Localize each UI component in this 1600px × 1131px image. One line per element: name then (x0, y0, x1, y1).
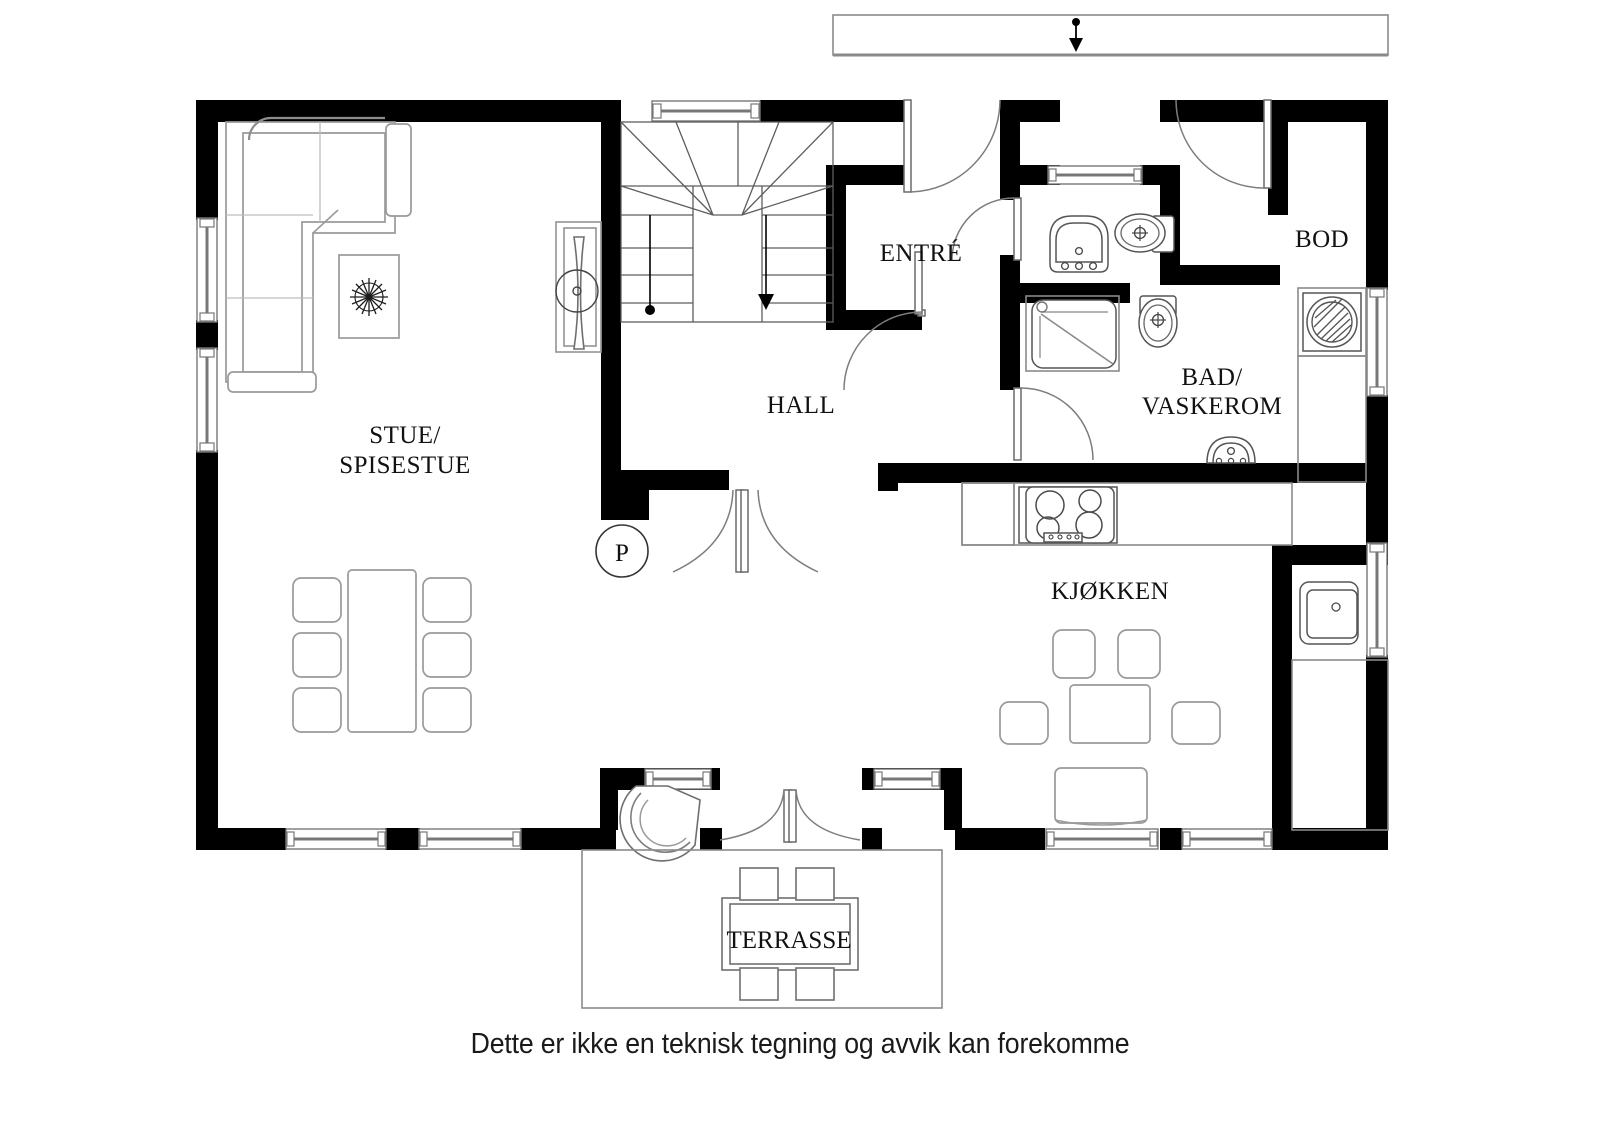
room-labels: STUE/ SPISESTUE HALL ENTRÉ BOD BAD/ VASK… (339, 226, 1349, 954)
washbasin-bad (1206, 436, 1256, 465)
window-entre (1047, 165, 1143, 185)
door-entre-hall (843, 251, 926, 391)
kitchen-counter (961, 482, 1389, 831)
toilet-bad (1138, 295, 1178, 348)
door-bad-hall (1013, 387, 1094, 461)
tv-media-console (555, 221, 602, 353)
window-bay-left (644, 768, 712, 790)
fireplace (619, 785, 701, 862)
window-kjokken-bottom-2 (1181, 828, 1273, 850)
window-stue-left-lower (196, 347, 218, 453)
washbasin-entre (1049, 215, 1109, 273)
staircase (620, 121, 834, 323)
window-stue-bottom-2 (418, 828, 522, 850)
pillar-marker (595, 524, 649, 578)
window-stue-left-upper (196, 217, 218, 323)
door-bod (1175, 99, 1272, 189)
drum-hatch (1313, 298, 1352, 343)
window-bad-right (1366, 287, 1388, 397)
label-bod: BOD (1295, 226, 1349, 253)
label-stue-line1: STUE/ (369, 422, 440, 449)
doors (672, 99, 1272, 843)
disclaimer-text: Dette er ikke en teknisk tegning og avvi… (470, 1028, 1130, 1060)
dining-table (292, 569, 472, 733)
toilet-entre (1114, 213, 1175, 253)
label-bad-line2: VASKEROM (1142, 393, 1282, 420)
door-terrace-double (719, 789, 861, 843)
label-pillar: P (615, 540, 629, 567)
window-stue-bottom-1 (285, 828, 387, 850)
terrace (581, 849, 943, 1009)
shower-bad (1025, 295, 1120, 372)
door-entre-bad (951, 197, 1022, 261)
kitchen-table (999, 629, 1221, 826)
window-stair (651, 100, 761, 122)
decor-starburst (350, 278, 388, 316)
washing-machine (1297, 287, 1367, 483)
kitchen-sink-right (1299, 581, 1359, 645)
sectional-sofa (225, 116, 412, 393)
entry-ramp (832, 14, 1389, 57)
label-terrasse: TERRASSE (726, 927, 851, 954)
windows (196, 100, 1388, 850)
window-bay-right (873, 768, 941, 790)
interior-walls (601, 100, 1388, 835)
door-entre-exterior (903, 99, 1001, 193)
cooktop-body (1025, 486, 1115, 544)
coffee-table (338, 254, 400, 339)
window-kjokken-bottom-1 (1045, 828, 1159, 850)
door-hall-stue-double (672, 489, 819, 573)
label-entre: ENTRÉ (880, 239, 963, 267)
label-hall: HALL (767, 392, 835, 419)
window-kjokken-right (1366, 542, 1388, 658)
label-stue-line2: SPISESTUE (339, 452, 470, 479)
label-kjokken: KJØKKEN (1051, 578, 1169, 605)
label-bad-line1: BAD/ (1181, 364, 1242, 391)
